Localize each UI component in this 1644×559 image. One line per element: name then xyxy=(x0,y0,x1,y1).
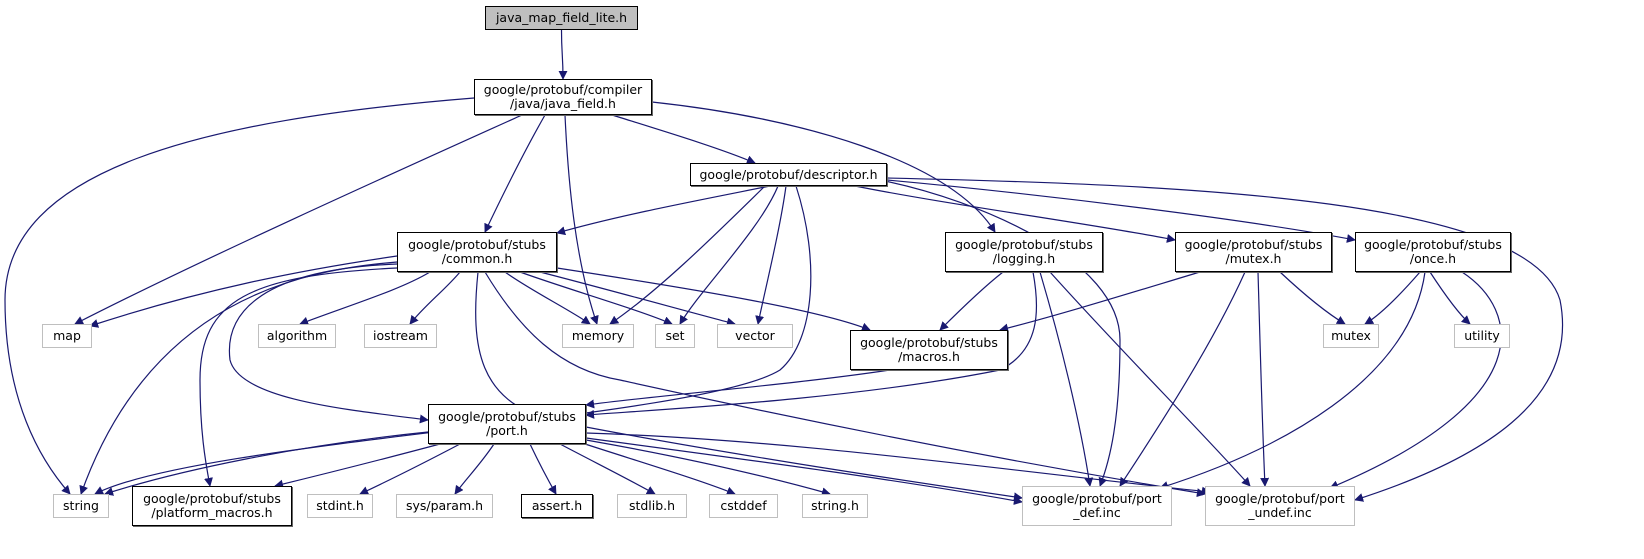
edge-common-to-algorithm xyxy=(299,271,431,326)
edge-common-to-macros xyxy=(556,267,871,332)
edge-port-to-cstddef xyxy=(584,443,736,496)
node-string: string xyxy=(53,494,109,518)
edge-logging-to-port-undef xyxy=(1049,271,1251,487)
edge-common-to-platform-macros xyxy=(199,267,398,487)
edge-port-to-assert xyxy=(529,443,557,495)
node-algorithm: algorithm xyxy=(258,324,336,348)
node-port-h[interactable]: google/protobuf/stubs /port.h xyxy=(428,404,586,444)
edge-port-to-string xyxy=(104,431,429,496)
node-mutex-h[interactable]: google/protobuf/stubs /mutex.h xyxy=(1175,232,1332,272)
edge-common-to-port xyxy=(228,263,429,424)
edge-common-to-port-def xyxy=(475,271,1023,502)
node-mutex: mutex xyxy=(1323,324,1379,348)
edge-common-to-iostream xyxy=(409,271,461,325)
edge-port-to-sysparam xyxy=(454,443,495,495)
edge-mutex-h-to-macros xyxy=(999,271,1201,333)
node-port-undef-inc: google/protobuf/port _undef.inc xyxy=(1205,486,1355,526)
node-port-def-inc: google/protobuf/port _def.inc xyxy=(1022,486,1172,526)
edge-java-field-to-map xyxy=(74,114,523,325)
node-map: map xyxy=(42,324,92,348)
node-set: set xyxy=(655,324,695,348)
edge-common-to-map xyxy=(89,255,398,328)
node-once-h[interactable]: google/protobuf/stubs /once.h xyxy=(1355,232,1511,272)
edge-java-field-to-string xyxy=(4,97,475,495)
edge-common-to-port-undef xyxy=(484,271,1206,498)
edge-root-to-java-field xyxy=(558,29,568,80)
edge-descriptor-to-port-def xyxy=(879,179,1121,487)
edge-descriptor-to-common xyxy=(556,185,771,236)
node-cstddef: cstddef xyxy=(709,494,778,518)
edge-mutex-h-to-port-undef xyxy=(1257,271,1270,487)
edge-descriptor-to-memory xyxy=(609,185,766,325)
node-stdint-h: stdint.h xyxy=(307,494,373,518)
node-utility: utility xyxy=(1454,324,1510,348)
edge-common-to-vector xyxy=(539,271,736,327)
edge-once-to-port-def xyxy=(1159,271,1426,490)
edge-mutex-h-to-port-def xyxy=(1119,271,1246,487)
node-sys-param-h: sys/param.h xyxy=(396,494,493,518)
node-vector: vector xyxy=(717,324,793,348)
edge-common-to-set xyxy=(519,271,673,325)
edge-port-to-platform-macros xyxy=(274,443,441,489)
edge-port-to-port-undef xyxy=(585,432,1211,496)
edge-java-field-to-common xyxy=(484,114,546,233)
edge-mutex-h-to-mutex xyxy=(1279,271,1346,325)
edge-java-field-to-logging xyxy=(651,101,996,233)
edge-descriptor-to-set xyxy=(679,185,779,325)
edge-descriptor-to-port-undef xyxy=(886,177,1564,502)
node-memory: memory xyxy=(562,324,634,348)
edge-common-to-memory xyxy=(504,271,591,325)
node-stdlib-h: stdlib.h xyxy=(617,494,687,518)
node-string-h: string.h xyxy=(802,494,868,518)
edge-java-field-to-descriptor xyxy=(611,114,756,164)
node-macros-h[interactable]: google/protobuf/stubs /macros.h xyxy=(850,330,1008,370)
edge-port-to-stdlib xyxy=(559,443,656,495)
node-assert-h[interactable]: assert.h xyxy=(521,494,593,518)
node-platform-macros-h[interactable]: google/protobuf/stubs /platform_macros.h xyxy=(132,486,292,526)
edge-java-field-to-memory xyxy=(564,114,599,325)
edge-logging-to-macros xyxy=(939,271,1004,331)
node-iostream: iostream xyxy=(364,324,437,348)
edge-logging-to-port-def xyxy=(1039,271,1094,487)
edge-port-to-string-h xyxy=(585,439,831,497)
node-java-field-h[interactable]: google/protobuf/compiler /java/java_fiel… xyxy=(474,79,652,115)
edge-macros-to-port xyxy=(585,369,891,409)
edge-port-to-stdint xyxy=(359,443,461,495)
node-descriptor-h[interactable]: google/protobuf/descriptor.h xyxy=(690,163,887,186)
node-logging-h[interactable]: google/protobuf/stubs /logging.h xyxy=(945,232,1103,272)
node-common-h[interactable]: google/protobuf/stubs /common.h xyxy=(397,232,557,272)
edge-descriptor-to-mutex-h xyxy=(854,185,1176,243)
edge-port-to-port-def xyxy=(585,437,1023,505)
edge-descriptor-to-once xyxy=(886,179,1356,243)
edge-once-to-utility xyxy=(1429,271,1471,325)
edge-once-to-port-undef xyxy=(1329,271,1502,490)
node-java-map-field-lite-h[interactable]: java_map_field_lite.h xyxy=(485,6,638,30)
edge-descriptor-to-string xyxy=(94,185,812,495)
edge-once-to-mutex xyxy=(1364,271,1421,325)
edge-descriptor-to-vector xyxy=(755,185,787,325)
